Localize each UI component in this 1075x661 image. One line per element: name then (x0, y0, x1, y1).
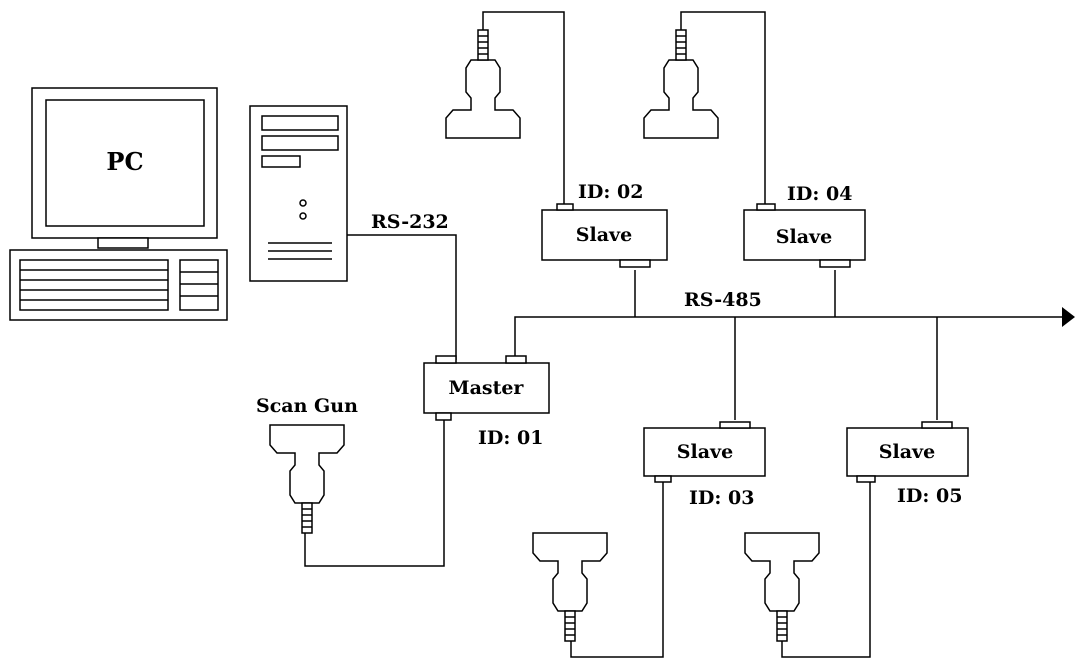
scan-gun-icon (644, 30, 718, 138)
slave-unit: Slave (847, 422, 968, 482)
slave-id: ID: 04 (787, 183, 852, 205)
master-id: ID: 01 (478, 427, 543, 449)
master-label: Master (449, 377, 525, 399)
slave-label: Slave (677, 441, 733, 463)
rs232-cable (347, 235, 456, 360)
slave-id: ID: 03 (689, 487, 754, 509)
slave-unit: Slave (644, 422, 765, 482)
slave-label: Slave (776, 226, 832, 248)
rs485-bus-arrow (1062, 307, 1075, 327)
rs485-bus (515, 317, 1062, 360)
slave-unit: Slave (542, 204, 667, 267)
pc-label: PC (106, 147, 143, 176)
scan-gun-icon (533, 533, 607, 641)
slave-id: ID: 02 (578, 181, 643, 203)
scan-gun-icon (745, 533, 819, 641)
scan-gun-icon (446, 30, 520, 138)
slave-label: Slave (576, 224, 632, 246)
scan-gun-icon (270, 425, 344, 533)
slave-unit: Slave (744, 204, 865, 267)
pc-keyboard (10, 250, 227, 320)
rs232-label: RS-232 (371, 211, 449, 233)
scan-gun-label: Scan Gun (256, 395, 358, 417)
slave-label: Slave (879, 441, 935, 463)
pc-monitor: PC (32, 88, 217, 248)
rs485-label: RS-485 (684, 289, 762, 311)
master-unit: Master (424, 356, 549, 420)
pc-tower (250, 106, 347, 281)
slave-id: ID: 05 (897, 485, 962, 507)
